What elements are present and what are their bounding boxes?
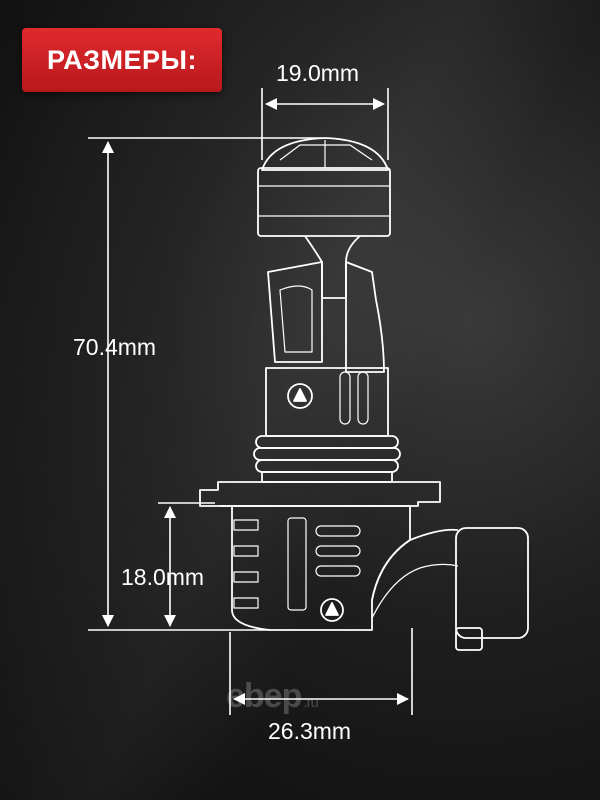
ring-1 bbox=[255, 435, 399, 449]
base-screw bbox=[320, 598, 344, 622]
shroud-right bbox=[345, 261, 385, 373]
connector-latch bbox=[455, 627, 483, 651]
ring-3 bbox=[255, 459, 399, 473]
base-height-label: 18.0mm bbox=[121, 564, 205, 590]
mount-screw bbox=[287, 383, 313, 409]
lens-dome bbox=[261, 137, 389, 171]
dimension-lines bbox=[88, 88, 413, 715]
watermark-tld: .ru bbox=[303, 694, 318, 711]
lens-facet bbox=[279, 144, 373, 161]
body-block bbox=[265, 367, 389, 437]
ring-collar bbox=[261, 471, 393, 483]
head-cylinder bbox=[257, 167, 391, 237]
connector-plug bbox=[455, 527, 529, 639]
title-badge-label: РАЗМЕРЫ: bbox=[47, 44, 197, 75]
connector-curve bbox=[371, 528, 459, 601]
base-width-label: 26.3mm bbox=[268, 718, 352, 744]
title-badge: РАЗМЕРЫ: bbox=[22, 28, 222, 92]
bulb-outline bbox=[199, 137, 529, 651]
watermark-logo: ebep .ru bbox=[226, 677, 319, 716]
shroud-left bbox=[267, 261, 323, 363]
watermark-name: ebep bbox=[226, 677, 302, 715]
head-width-label: 19.0mm bbox=[276, 60, 360, 86]
lower-base bbox=[219, 505, 411, 631]
ring-2 bbox=[253, 447, 401, 461]
flange bbox=[199, 481, 441, 507]
total-height-label: 70.4mm bbox=[73, 334, 157, 360]
neck bbox=[304, 235, 361, 299]
